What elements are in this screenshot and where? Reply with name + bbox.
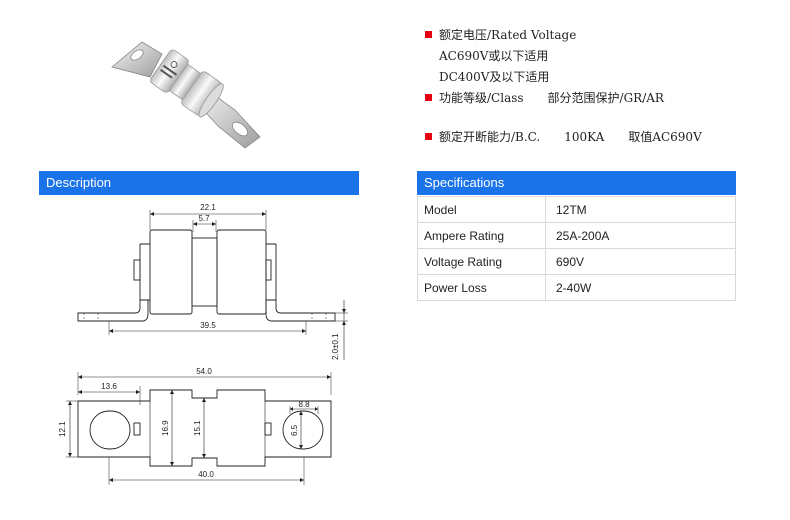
- spec-label: Voltage Rating: [417, 248, 546, 275]
- technical-drawing: 22.1 5.7 39.5 2.0±0.1 54.0 13.6 12.1 16.…: [58, 203, 348, 485]
- feature-rated-voltage-dc: DC400V及以下适用: [439, 70, 550, 84]
- dim-hole-spacing: 40.0: [198, 470, 214, 479]
- side-view: [77, 210, 348, 360]
- dim-body-dia: 16.9: [161, 420, 170, 436]
- feature-rated-voltage-ac: AC690V或以下适用: [439, 49, 549, 63]
- dim-slot-length: 8.8: [298, 400, 310, 409]
- dim-tag-thickness: 2.0±0.1: [331, 333, 340, 360]
- top-view: [66, 372, 332, 485]
- spec-value: 690V: [545, 248, 736, 275]
- dim-neck-dia: 15.1: [193, 420, 202, 436]
- description-header: Description: [39, 171, 359, 195]
- feature-list: 额定电压/Rated Voltage AC690V或以下适用 DC400V及以下…: [425, 25, 780, 148]
- table-row: Power Loss 2-40W: [417, 274, 736, 301]
- spec-label: Ampere Rating: [417, 222, 546, 249]
- bullet-icon: [425, 133, 432, 140]
- product-photo: [111, 41, 261, 149]
- spec-value: 2-40W: [545, 274, 736, 301]
- table-row: Voltage Rating 690V: [417, 248, 736, 275]
- table-row: Ampere Rating 25A-200A: [417, 222, 736, 249]
- feature-rated-voltage: 额定电压/Rated Voltage: [425, 25, 780, 46]
- spec-label: Model: [417, 196, 546, 223]
- dim-tag-span: 39.5: [200, 321, 216, 330]
- specifications-table: Model 12TM Ampere Rating 25A-200A Voltag…: [417, 196, 736, 301]
- dim-neck: 5.7: [198, 214, 210, 223]
- dim-slot-width: 6.5: [290, 424, 299, 436]
- dim-tag-width: 12.1: [58, 421, 67, 437]
- spec-label: Power Loss: [417, 274, 546, 301]
- dim-overall-body: 22.1: [200, 203, 216, 212]
- specifications-header: Specifications: [417, 171, 736, 195]
- dim-hole-offset: 13.6: [101, 382, 117, 391]
- spec-value: 12TM: [545, 196, 736, 223]
- table-row: Model 12TM: [417, 196, 736, 223]
- bullet-icon: [425, 94, 432, 101]
- spec-value: 25A-200A: [545, 222, 736, 249]
- bullet-icon: [425, 31, 432, 38]
- dim-overall-length: 54.0: [196, 367, 212, 376]
